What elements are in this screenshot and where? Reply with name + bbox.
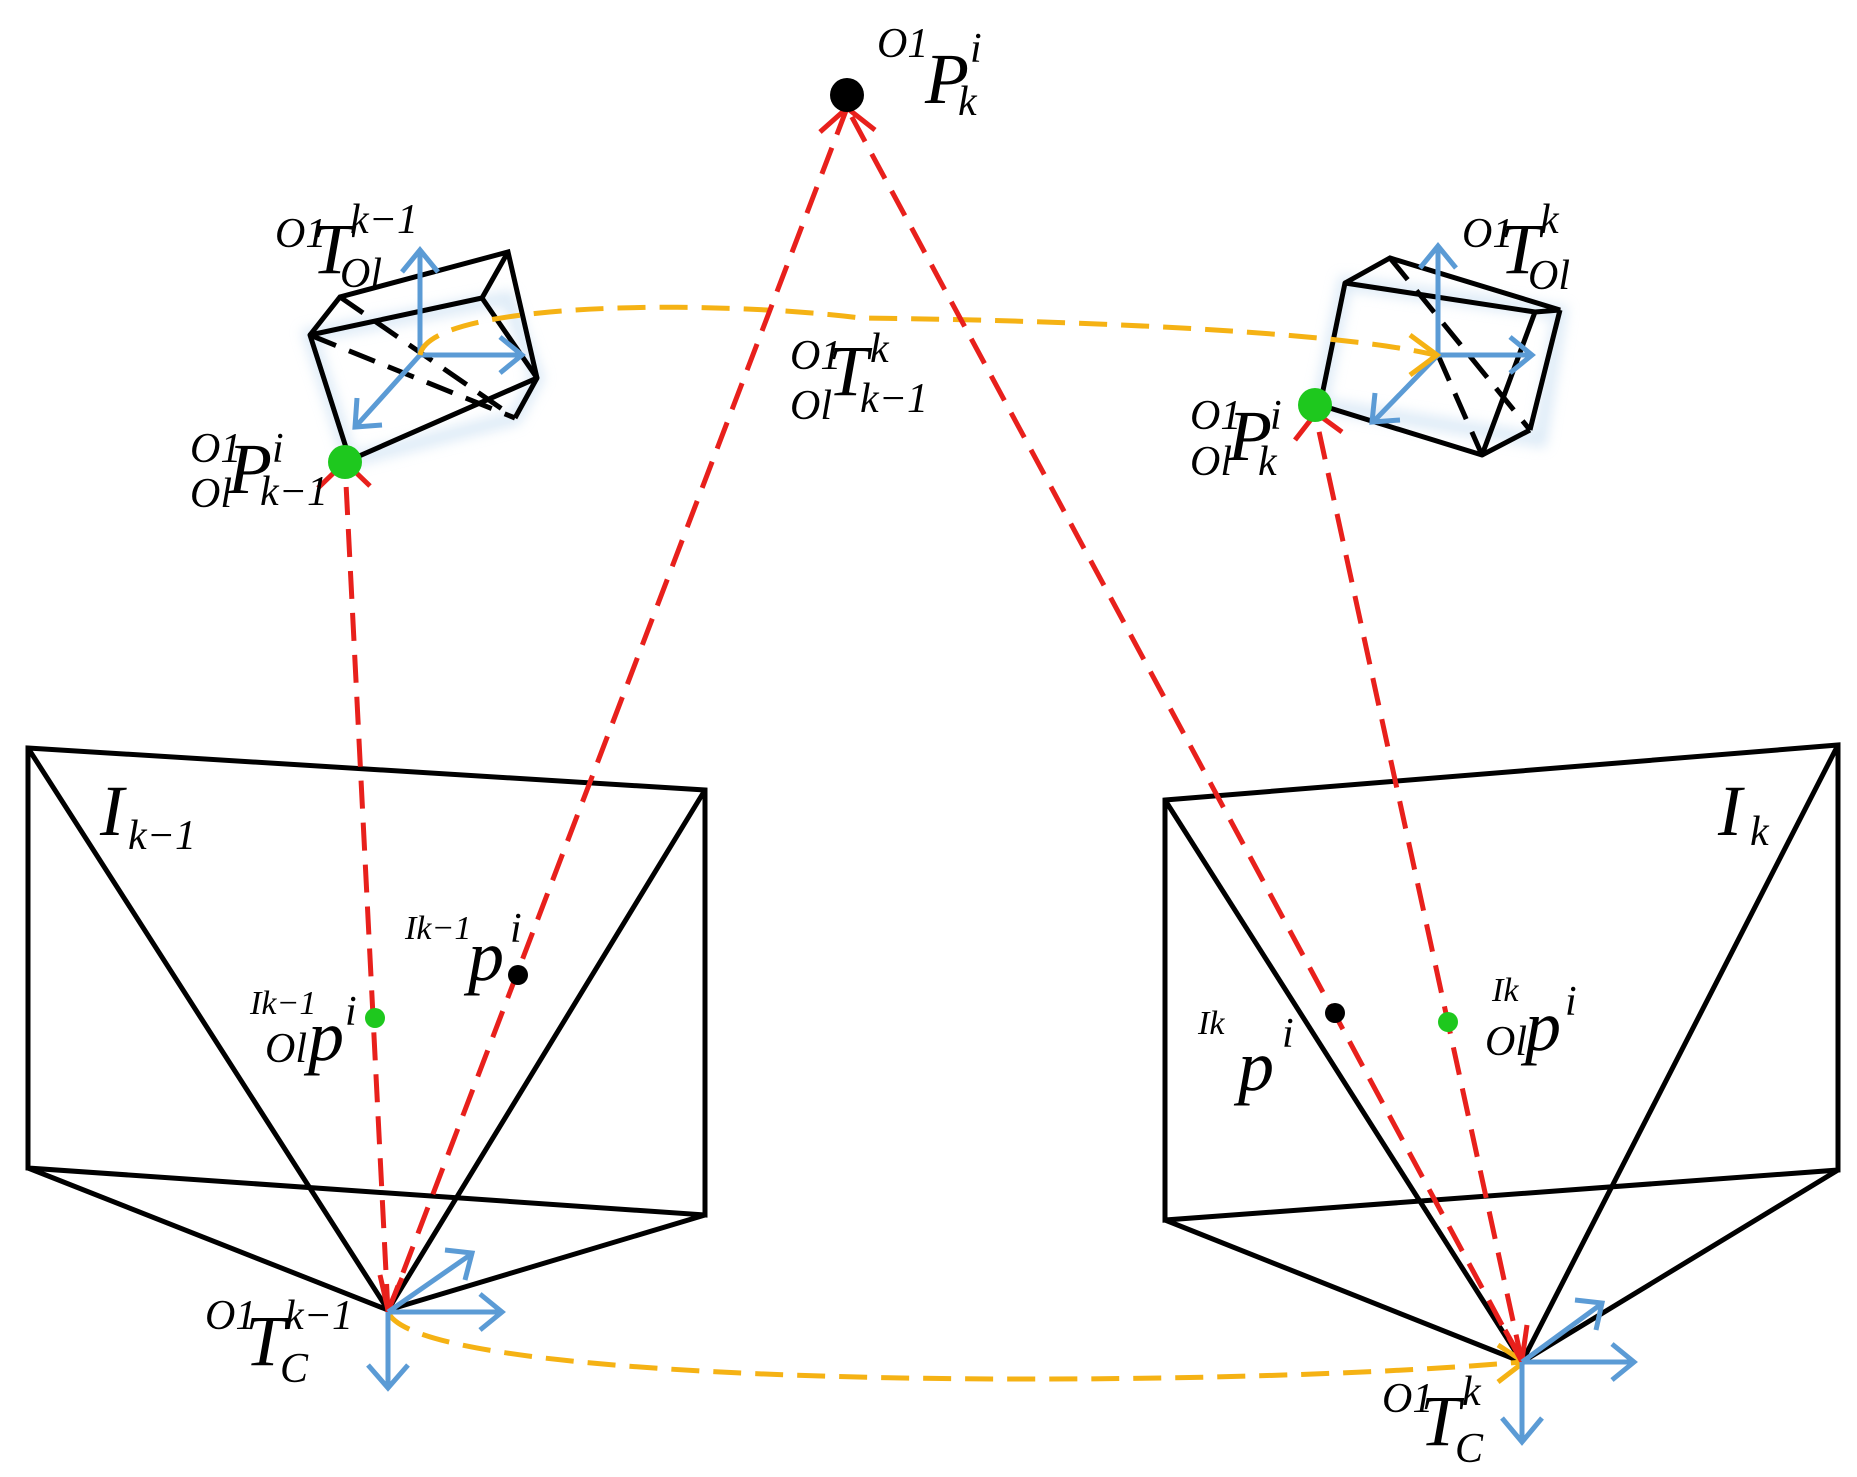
label-pre-subscript: Ol	[1485, 1019, 1527, 1065]
pixel-point-prev-lidar	[365, 1008, 385, 1028]
label-superscript: i	[345, 989, 357, 1035]
camera-frustum-curr	[1162, 742, 1841, 1365]
projection-rays	[342, 106, 1525, 1364]
label-pre-superscript: O1	[790, 333, 842, 379]
label-pre-superscript: O1	[275, 211, 327, 257]
pixel-point-prev	[508, 965, 528, 985]
label-superscript: i	[1270, 393, 1282, 439]
label-superscript: i	[272, 426, 284, 472]
label-superscript: i	[510, 906, 522, 952]
label-subscript: Ol	[1528, 253, 1570, 299]
label-pre-subscript: Ol	[265, 1026, 307, 1072]
label-pre-superscript: O1	[877, 21, 929, 67]
ray-curr-to-world	[844, 106, 1525, 1364]
label-superscript: i	[970, 26, 982, 72]
camera-transform-path	[385, 1310, 1529, 1384]
label-pre-superscript: Ik	[1492, 972, 1519, 1009]
label-main-symbol: p	[1525, 986, 1561, 1066]
label-subscript: k	[1750, 809, 1769, 855]
label-main-symbol: T	[1420, 1381, 1461, 1461]
label-main-symbol: I	[100, 771, 124, 851]
ray-curr-to-lidar	[1312, 412, 1525, 1363]
label-main-symbol: T	[828, 331, 869, 411]
label-main-symbol: p	[308, 996, 344, 1076]
label-main-symbol: I	[1718, 771, 1742, 851]
lidar-axes-prev	[352, 246, 526, 430]
lidar-transform-path	[417, 304, 1442, 378]
label-superscript: i	[1282, 1011, 1294, 1057]
label-main-symbol: p	[468, 916, 504, 996]
world-point	[830, 78, 864, 112]
label-subscript: k−1	[860, 376, 928, 422]
camera-axes-prev	[366, 1247, 506, 1392]
label-superscript: i	[1565, 979, 1577, 1025]
label-superscript: k	[870, 326, 889, 372]
pixel-point-curr-lidar	[1438, 1012, 1458, 1032]
label-pre-superscript: O1	[205, 1293, 257, 1339]
ray-prev-to-world	[385, 107, 850, 1313]
camera-frustum-prev	[25, 745, 708, 1313]
label-main-symbol: p	[1238, 1026, 1274, 1106]
label-subscript: C	[280, 1346, 309, 1392]
label-pre-superscript: Ik−1	[405, 910, 472, 947]
label-pre-subscript: Ol	[190, 471, 232, 517]
label-pre-superscript: O1	[190, 426, 242, 472]
label-subscript: Ol	[340, 251, 382, 297]
label-pre-subscript: Ol	[1190, 439, 1232, 485]
pixel-point-curr	[1325, 1003, 1345, 1023]
label-superscript: k−1	[285, 1293, 353, 1339]
label-main-symbol: P	[228, 429, 272, 509]
lidar-point-curr	[1298, 388, 1332, 422]
label-pre-superscript: O1	[1190, 393, 1242, 439]
lidar-point-prev	[328, 445, 362, 479]
label-subscript: k	[958, 79, 977, 125]
label-main-symbol: T	[1500, 209, 1541, 289]
label-superscript: k	[1462, 1369, 1481, 1415]
label-subscript: k	[1258, 439, 1277, 485]
label-main-symbol: P	[925, 39, 969, 119]
label-pre-superscript: O1	[1462, 211, 1514, 257]
label-subscript: k−1	[128, 813, 196, 859]
ray-prev-to-lidar	[342, 463, 391, 1313]
label-main-symbol: T	[245, 1301, 286, 1381]
label-pre-subscript: Ol	[790, 383, 832, 429]
label-subscript: C	[1455, 1426, 1484, 1472]
camera-axes-curr	[1500, 1297, 1638, 1446]
label-pre-superscript: Ik	[1198, 1005, 1225, 1042]
label-main-symbol: P	[1228, 396, 1272, 476]
label-main-symbol: T	[312, 209, 353, 289]
label-pre-superscript: Ik−1	[250, 985, 317, 1022]
label-superscript: k	[1540, 197, 1559, 243]
lidar-axes-curr	[1369, 242, 1536, 425]
label-subscript: k−1	[260, 469, 328, 515]
label-superscript: k−1	[350, 197, 418, 243]
lidar-box-curr	[1311, 255, 1569, 458]
label-pre-superscript: O1	[1382, 1376, 1434, 1422]
